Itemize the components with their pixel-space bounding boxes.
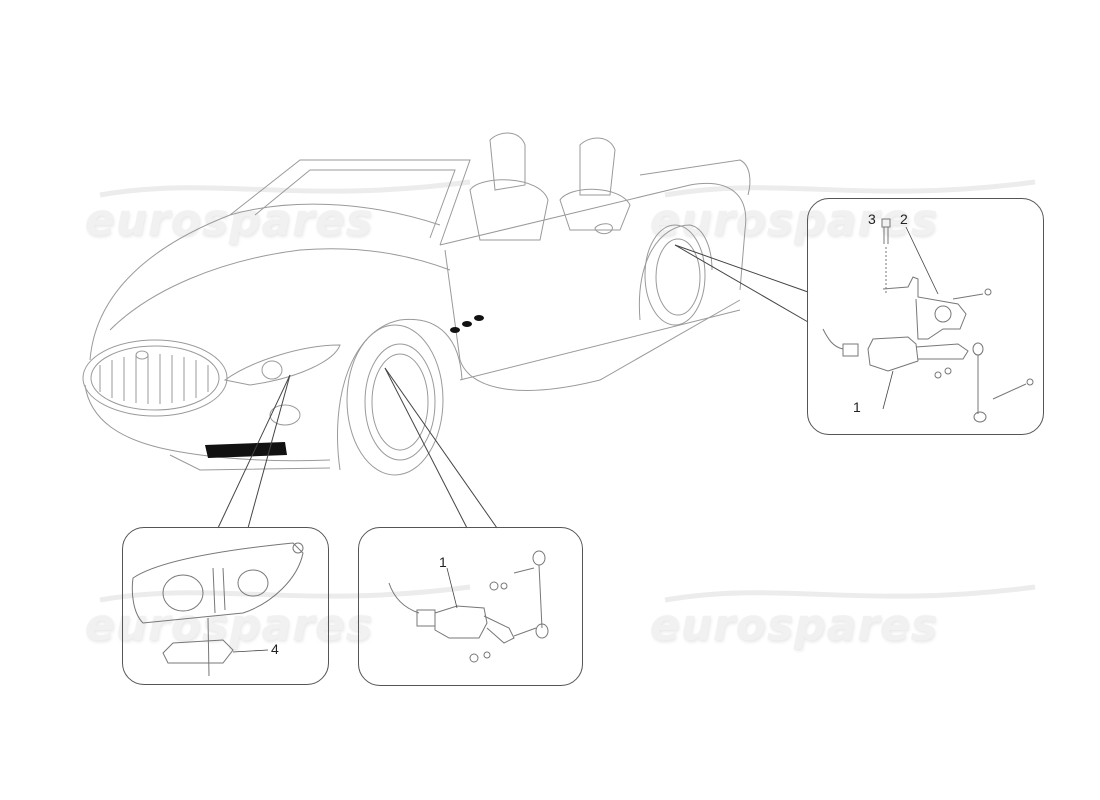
callout-label-4: 4 [271,641,279,657]
headlamp-drawing [123,528,328,684]
callout-front-height-sensor: 1 [358,527,583,686]
callout-label-2: 2 [900,211,908,227]
callout-rear-height-sensor: 3 2 1 [807,198,1044,435]
front-sensor-drawing [359,528,582,685]
rear-sensor-drawing [808,199,1043,434]
callout-label-3: 3 [868,211,876,227]
callout-headlamp-control-unit: 4 [122,527,329,685]
callout-label-1: 1 [439,554,447,570]
front-air-intake [205,442,287,458]
callout-label-1: 1 [853,399,861,415]
